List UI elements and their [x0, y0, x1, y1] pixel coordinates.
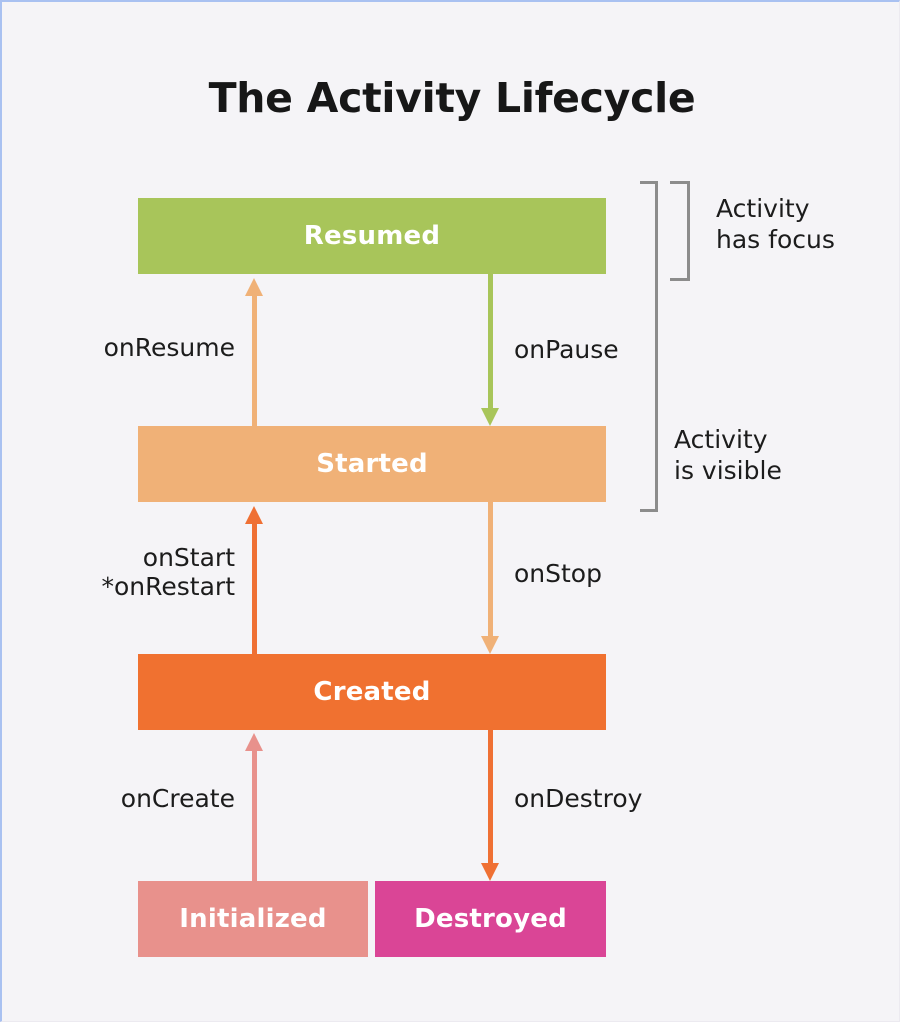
- transition-label-onstart: onStart *onRestart: [101, 543, 236, 601]
- arrowhead-up-icon: [245, 506, 263, 524]
- scope-label-has-focus: Activity has focus: [716, 194, 835, 254]
- arrowhead-up-icon: [245, 278, 263, 296]
- state-label-started: Started: [316, 449, 428, 479]
- transition-label-ondestroy: onDestroy: [514, 784, 643, 813]
- arrowhead-up-icon: [245, 733, 263, 751]
- scope-bracket-is-visible: [640, 181, 658, 512]
- arrow-onpause: [481, 274, 499, 426]
- transition-label-onstop: onStop: [514, 559, 602, 588]
- arrow-shaft: [252, 749, 257, 881]
- transition-label-onresume: onResume: [103, 333, 235, 362]
- state-label-destroyed: Destroyed: [414, 904, 567, 934]
- arrowhead-down-icon: [481, 636, 499, 654]
- state-box-started[interactable]: Started: [138, 426, 606, 502]
- state-box-initialized[interactable]: Initialized: [138, 881, 368, 957]
- state-box-created[interactable]: Created: [138, 654, 606, 730]
- scope-bracket-has-focus: [670, 181, 690, 281]
- state-box-destroyed[interactable]: Destroyed: [375, 881, 606, 957]
- arrow-oncreate: [245, 733, 263, 881]
- arrow-onresume: [245, 278, 263, 426]
- arrowhead-down-icon: [481, 863, 499, 881]
- state-label-initialized: Initialized: [179, 904, 327, 934]
- arrowhead-down-icon: [481, 408, 499, 426]
- scope-label-is-visible: Activity is visible: [674, 425, 782, 485]
- arrow-shaft: [488, 730, 493, 863]
- arrow-onstart: [245, 506, 263, 654]
- transition-label-onpause: onPause: [514, 335, 619, 364]
- arrow-shaft: [252, 294, 257, 426]
- state-box-resumed[interactable]: Resumed: [138, 198, 606, 274]
- state-label-created: Created: [313, 677, 431, 707]
- arrow-shaft: [488, 274, 493, 408]
- arrow-ondestroy: [481, 730, 499, 881]
- arrow-shaft: [488, 502, 493, 636]
- arrow-onstop: [481, 502, 499, 654]
- transition-label-oncreate: onCreate: [120, 784, 235, 813]
- page-title: The Activity Lifecycle: [208, 74, 696, 122]
- arrow-shaft: [252, 522, 257, 654]
- state-label-resumed: Resumed: [303, 221, 441, 251]
